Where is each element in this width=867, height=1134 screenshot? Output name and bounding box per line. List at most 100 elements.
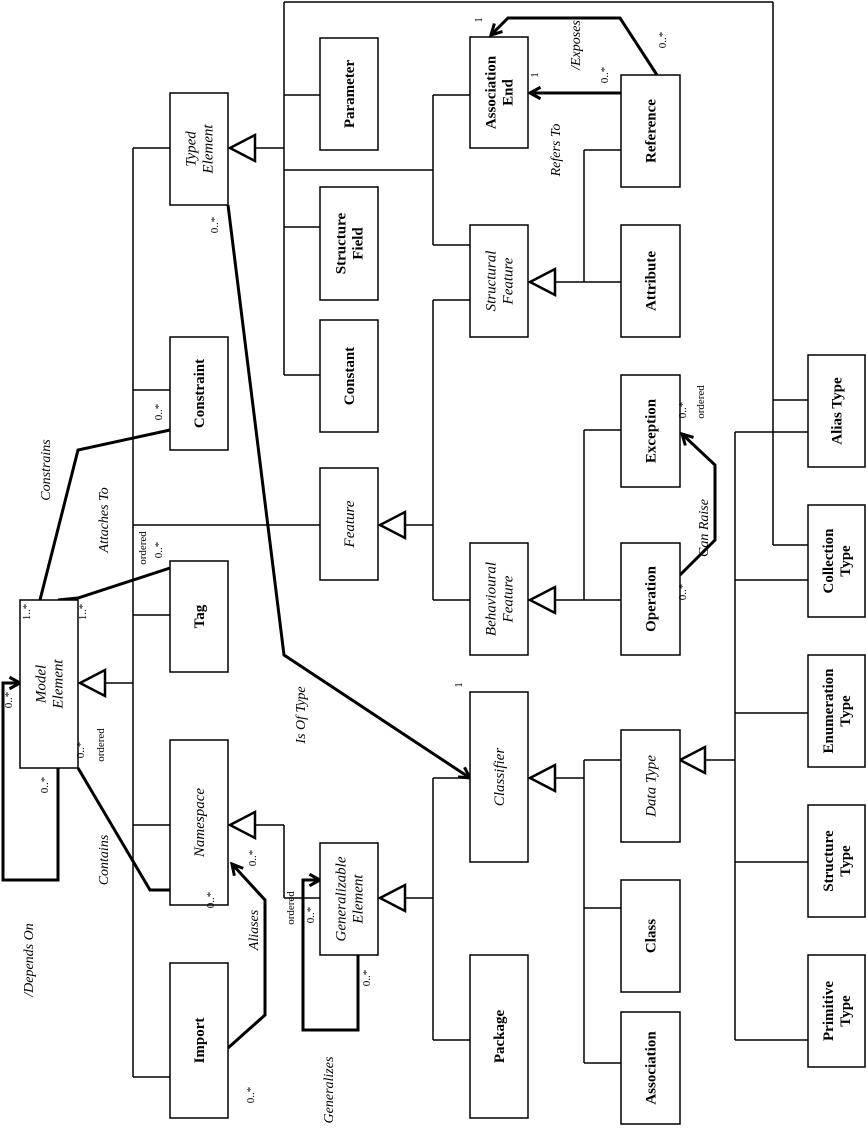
- class-name: End: [501, 79, 517, 106]
- class-box: [807, 654, 866, 768]
- class-box: [169, 560, 229, 673]
- multiplicity-label: 1: [453, 682, 465, 688]
- class-box: [169, 336, 229, 451]
- class-name: Parameter: [342, 60, 358, 129]
- class-name: Type: [838, 995, 854, 1027]
- generalization-lines: [77, 1, 808, 1078]
- class-name: Element: [51, 659, 67, 710]
- class-name: Constant: [342, 347, 358, 405]
- class-name: Package: [492, 1010, 508, 1064]
- class-box: [807, 354, 866, 468]
- constrains-line: [38, 428, 171, 601]
- class-name: Data Type: [644, 755, 660, 818]
- class-box: [620, 374, 681, 488]
- class-box: [19, 599, 79, 769]
- class-data-type[interactable]: Data Type: [620, 729, 681, 843]
- multiplicity-label: 1..*: [77, 604, 89, 621]
- multiplicity-label: 0..*: [205, 892, 217, 909]
- class-name: Structure: [334, 212, 350, 274]
- class-box: [319, 467, 379, 581]
- association-name: Generalizes: [322, 1056, 337, 1123]
- class-operation[interactable]: Operation: [620, 542, 681, 656]
- multiplicity-label: 0..*: [245, 1087, 257, 1104]
- generalization-triangle-icon: [227, 132, 257, 164]
- class-attribute[interactable]: Attribute: [620, 224, 681, 338]
- association-name: Attaches To: [97, 487, 112, 553]
- multiplicity-label: 0..*: [153, 542, 165, 559]
- class-name: Behavioural: [484, 562, 500, 636]
- class-box: [807, 504, 866, 618]
- multiplicity-label: 0..*: [361, 970, 373, 987]
- arrowhead-icon: [488, 23, 503, 38]
- generalization-triangle-icon: [527, 584, 557, 616]
- class-reference[interactable]: Reference: [620, 74, 681, 188]
- class-namespace[interactable]: Namespace: [169, 739, 229, 906]
- generalization-triangle-icon: [527, 266, 557, 298]
- multiplicity-label: 0..*: [677, 402, 689, 419]
- class-constraint[interactable]: Constraint: [169, 336, 229, 451]
- class-box: [319, 186, 379, 301]
- class-name: Type: [838, 545, 854, 577]
- class-association[interactable]: Association: [620, 1011, 681, 1125]
- generalization-triangle-icon: [227, 809, 257, 841]
- class-name: Structural: [484, 251, 500, 312]
- class-name: Association: [644, 1031, 660, 1105]
- class-box: [807, 804, 866, 918]
- can-raise-line: [678, 432, 717, 577]
- multiplicity-label: ordered: [95, 728, 107, 762]
- class-name: Enumeration: [821, 668, 837, 754]
- class-classifier[interactable]: Classifier: [469, 691, 529, 863]
- multiplicity-label: 1..*: [21, 604, 33, 621]
- multiplicity-label: 0..*: [209, 217, 221, 234]
- class-class[interactable]: Class: [620, 879, 681, 993]
- class-package[interactable]: Package: [469, 954, 529, 1119]
- generalization-triangle-icon: [527, 762, 557, 794]
- multiplicity-label: 0..*: [657, 32, 669, 49]
- multiplicity-label: ordered: [137, 531, 149, 565]
- class-box: [620, 74, 681, 188]
- class-name: Association: [484, 55, 500, 129]
- class-box: [169, 92, 229, 206]
- class-import[interactable]: Import: [169, 962, 229, 1119]
- class-feature[interactable]: Feature: [319, 467, 379, 581]
- class-name: Class: [644, 919, 660, 953]
- class-name: Reference: [644, 99, 660, 163]
- class-exception[interactable]: Exception: [620, 374, 681, 488]
- class-name: Classifier: [492, 748, 508, 807]
- class-parameter[interactable]: Parameter: [319, 37, 379, 151]
- class-name: Structure: [821, 830, 837, 892]
- class-box: [469, 542, 529, 656]
- generalization-triangle-icon: [377, 509, 407, 541]
- association-name: Is Of Type: [294, 686, 309, 744]
- arrowhead-icon: [679, 431, 694, 446]
- class-alias-type[interactable]: Alias Type: [807, 354, 866, 468]
- class-box: [807, 954, 866, 1068]
- class-name: Generalizable: [334, 856, 350, 941]
- generalization-triangle-icon: [677, 744, 707, 776]
- class-name: Model: [34, 665, 50, 704]
- association-name: Aliases: [247, 909, 262, 951]
- multiplicity-label: 0..*: [599, 67, 611, 84]
- association-lines: [1, 16, 717, 1050]
- class-tag[interactable]: Tag: [169, 560, 229, 673]
- class-box: [620, 879, 681, 993]
- class-box: [319, 319, 379, 433]
- class-name: Alias Type: [830, 377, 846, 445]
- class-constant[interactable]: Constant: [319, 319, 379, 433]
- class-box: [469, 224, 529, 338]
- class-name: Element: [201, 124, 217, 175]
- class-box: [469, 36, 529, 149]
